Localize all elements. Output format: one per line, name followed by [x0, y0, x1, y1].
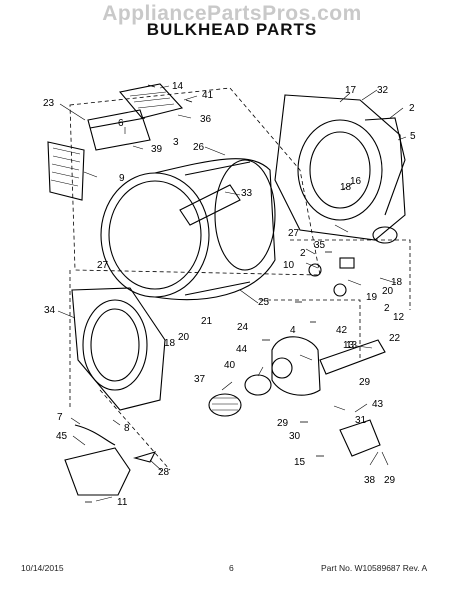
callout-10: 10	[283, 260, 295, 271]
callout-23: 23	[43, 98, 55, 109]
callout-29: 29	[277, 418, 289, 429]
callout-28: 28	[158, 467, 170, 478]
callout-15: 15	[294, 457, 306, 468]
callout-6: 6	[118, 118, 124, 129]
callout-35: 35	[314, 240, 326, 251]
callout-13: 13	[346, 340, 358, 351]
callout-20: 20	[178, 332, 190, 343]
callout-labels: 14 41 36 23 6 3 39 26 9 33 17 32 2 5 18 …	[43, 81, 416, 508]
callout-11: 11	[117, 497, 128, 508]
callout-29: 29	[384, 475, 396, 486]
callout-30: 30	[289, 431, 301, 442]
footer-part-number: Part No. W10589687 Rev. A	[321, 563, 428, 573]
callout-32: 32	[377, 85, 389, 96]
callout-29: 29	[359, 377, 371, 388]
callout-38: 38	[364, 475, 376, 486]
callout-3: 3	[173, 137, 179, 148]
lint-filter-screen	[47, 141, 85, 201]
callout-2: 2	[300, 248, 306, 259]
callout-2: 2	[409, 103, 415, 114]
callout-27: 27	[288, 228, 300, 239]
callout-12: 12	[393, 312, 405, 323]
callout-37: 37	[194, 374, 206, 385]
callout-40: 40	[224, 360, 236, 371]
callout-4: 4	[290, 325, 296, 336]
callout-14: 14	[172, 81, 184, 92]
callout-21: 21	[201, 316, 213, 327]
rear-bulkhead	[274, 94, 406, 244]
dryer-drum	[100, 158, 276, 301]
callout-22: 22	[389, 333, 401, 344]
callout-41: 41	[202, 90, 214, 101]
callout-33: 33	[241, 188, 253, 199]
callout-20: 20	[382, 286, 394, 297]
callout-2: 2	[384, 303, 390, 314]
callout-9: 9	[119, 173, 125, 184]
callout-36: 36	[200, 114, 212, 125]
front-bulkhead	[71, 287, 166, 411]
site-watermark: AppliancePartsPros.com	[102, 2, 362, 25]
footer-date: 10/14/2015	[21, 563, 64, 573]
callout-31: 31	[355, 415, 367, 426]
callout-5: 5	[410, 131, 416, 142]
callout-27: 27	[97, 260, 109, 271]
callout-42: 42	[336, 325, 348, 336]
callout-18: 18	[391, 277, 403, 288]
callout-26: 26	[193, 142, 205, 153]
callout-24: 24	[237, 322, 249, 333]
callout-44: 44	[236, 344, 248, 355]
callout-13: 13	[343, 340, 355, 351]
callout-25: 25	[258, 297, 270, 308]
footer-page-number: 6	[229, 563, 234, 573]
callout-43: 43	[372, 399, 384, 410]
callout-16: 16	[350, 176, 362, 187]
callout-45: 45	[56, 431, 68, 442]
callout-8: 8	[124, 423, 130, 434]
callout-34: 34	[44, 305, 56, 316]
callout-7: 7	[57, 412, 63, 423]
page-title: BULKHEAD PARTS	[146, 20, 318, 39]
callout-39: 39	[151, 144, 163, 155]
callout-18: 18	[164, 338, 176, 349]
callout-17: 17	[345, 85, 357, 96]
blower-wheel	[208, 393, 242, 417]
callout-19: 19	[366, 292, 378, 303]
callout-18: 18	[340, 182, 352, 193]
